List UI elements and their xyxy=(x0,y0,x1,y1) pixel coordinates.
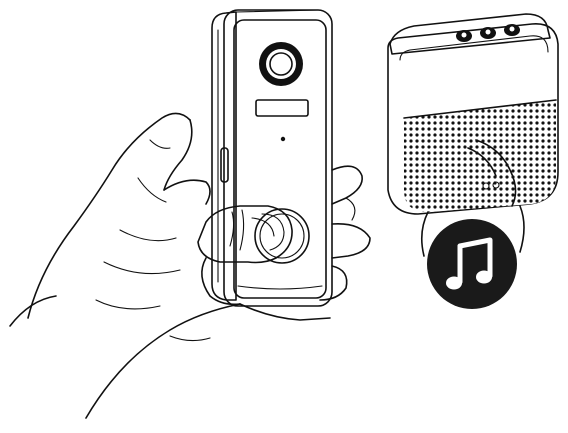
music-note-icon xyxy=(427,219,517,309)
pressing-hand-icon xyxy=(10,113,370,418)
